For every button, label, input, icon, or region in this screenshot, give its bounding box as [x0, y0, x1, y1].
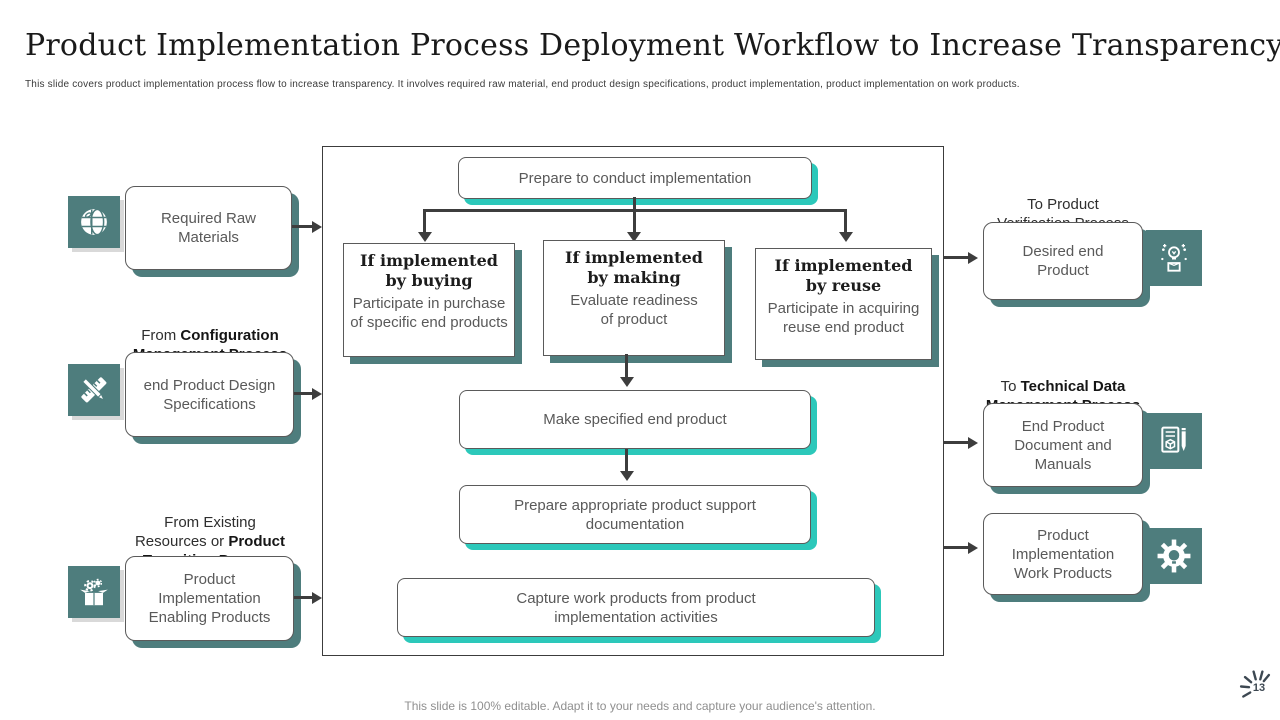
page-subtitle: This slide covers product implementation… — [25, 79, 1020, 90]
connector-left-2 — [294, 392, 313, 395]
branch-title: If implemented by making — [565, 248, 703, 287]
branch-body: Participate in purchase of specific end … — [350, 295, 508, 331]
arrowhead-make — [619, 377, 634, 387]
page-number: 13 — [1252, 682, 1266, 694]
output-box-desired-end-product: Desired end Product — [983, 222, 1143, 300]
branch-title: If implemented by reuse — [774, 256, 913, 295]
branch-box-buying: If implemented by buying Participate in … — [343, 243, 515, 357]
ruler-pencil-icon — [68, 364, 120, 416]
label-normal: To — [1000, 378, 1021, 395]
input-box-enabling-products: Product Implementation Enabling Products — [125, 556, 294, 641]
arrowhead-right-1 — [968, 251, 978, 264]
input-box-product-design-specs: end Product Design Specifications — [125, 352, 294, 437]
output-box-work-products: Product Implementation Work Products — [983, 513, 1143, 595]
footer-note: This slide is 100% editable. Adapt it to… — [404, 699, 876, 713]
label-normal: From Existing Resources or — [134, 514, 256, 550]
output-box-label: Desired end Product — [1022, 243, 1104, 279]
input-box-required-raw-materials: Required Raw Materials — [125, 186, 292, 270]
arrowhead-right-2 — [968, 436, 978, 449]
gear-icon — [1146, 528, 1202, 584]
globe-icon — [68, 196, 120, 248]
connector-right-1 — [943, 256, 969, 259]
document-pen-icon — [1146, 413, 1202, 469]
connector-branch-left — [423, 209, 426, 233]
input-box-label: Required Raw Materials — [160, 210, 257, 246]
arrowhead-left-1 — [312, 220, 322, 233]
page-title: Product Implementation Process Deploymen… — [25, 28, 1280, 63]
connector-branch-stub — [632, 197, 636, 211]
arrowhead-branch-mid — [627, 232, 641, 242]
output-box-label: Product Implementation Work Products — [1011, 526, 1115, 582]
input-box-label: Product Implementation Enabling Products — [148, 571, 271, 626]
arrowhead-prepare-doc — [619, 471, 634, 481]
branch-title: If implemented by buying — [360, 251, 498, 290]
output-box-end-product-documents: End Product Document and Manuals — [983, 403, 1143, 487]
step-label: Capture work products from product imple… — [516, 589, 756, 626]
arrowhead-branch-left — [417, 232, 432, 242]
arrowhead-right-3 — [968, 541, 978, 554]
connector-prepare-doc — [625, 449, 628, 472]
arrowhead-left-3 — [312, 591, 322, 604]
connector-branch-mid — [632, 209, 636, 233]
step-prepare-implementation: Prepare to conduct implementation — [458, 157, 812, 199]
burst-icon — [1239, 670, 1271, 698]
arrowhead-branch-right — [838, 232, 853, 242]
connector-left-1 — [292, 225, 313, 228]
connector-branch-right — [844, 209, 847, 233]
branch-box-making: If implemented by making Evaluate readin… — [543, 240, 725, 356]
arrowhead-left-2 — [312, 387, 322, 400]
idea-product-icon — [1146, 230, 1202, 286]
box-gears-icon — [68, 566, 120, 618]
step-capture-work-products: Capture work products from product imple… — [397, 578, 875, 637]
connector-left-3 — [294, 596, 313, 599]
step-make-end-product: Make specified end product — [459, 390, 811, 449]
step-label: Prepare to conduct implementation — [518, 169, 752, 187]
connector-make — [625, 354, 628, 378]
output-box-label: End Product Document and Manuals — [1014, 417, 1112, 473]
step-support-documentation: Prepare appropriate product support docu… — [459, 485, 811, 544]
step-label: Make specified end product — [543, 411, 727, 428]
input-box-label: end Product Design Specifications — [143, 376, 276, 413]
connector-right-2 — [943, 441, 969, 444]
label-normal: From — [141, 327, 181, 344]
branch-box-reuse: If implemented by reuse Participate in a… — [755, 248, 932, 360]
step-label: Prepare appropriate product support docu… — [514, 496, 756, 533]
connector-right-3 — [943, 546, 969, 549]
branch-body: Participate in acquiring reuse end produ… — [767, 300, 920, 336]
branch-body: Evaluate readiness of product — [570, 292, 698, 328]
